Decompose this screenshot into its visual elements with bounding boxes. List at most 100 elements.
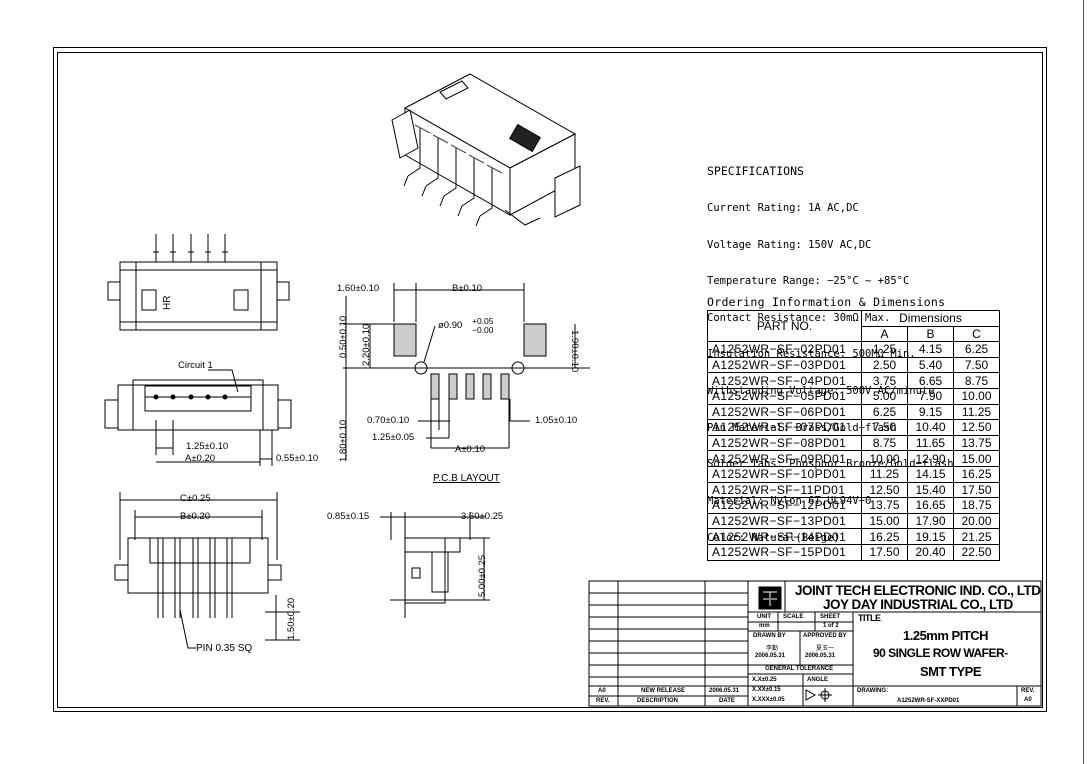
dim-b-cell: 16.65 [907,497,954,514]
c-025-label: C±0.25 [180,493,211,504]
col-b-header: B [907,325,954,343]
part-number-cell: A1252WR−SF−12PD01 [707,497,862,514]
dim-b-cell: 5.40 [907,356,954,374]
title-block-grid [588,580,1042,707]
rev-column-header: REV. [596,698,610,704]
dim-c-cell: 8.75 [953,372,1000,389]
d150-label: 1.50±0.20 [286,597,297,640]
drawn-by-label: DRAWN BY [753,633,786,639]
d085-label: 0.85±0.15 [327,511,370,522]
d190-label: 1.90±0.10 [569,330,580,373]
ordering-title: Ordering Information & Dimensions [707,295,946,309]
unit-label: UNIT [757,614,771,620]
pcb-layout-view [343,283,590,460]
col-a-header: A [861,325,908,343]
dim-c-cell: 11.25 [953,403,1000,421]
d160-label: 1.60±0.10 [337,283,380,294]
title-line-2: 90 SINGLE ROW WAFER- [873,646,1008,660]
dim-a-cell: 13.75 [861,497,908,514]
dim-a-cell: 2.50 [861,356,908,374]
part-number-cell: A1252WR−SF−06PD01 [707,403,862,421]
dim-b-cell: 15.40 [907,481,954,499]
dim-a-cell: 16.25 [861,528,908,545]
date-entry: 2006.05.31 [709,688,740,694]
dim-a-cell: 15.00 [861,512,908,530]
d050-label: 0.50±0.10 [338,315,349,358]
d070-label: 0.70±0.10 [367,415,410,426]
dim-b-cell: 10.40 [907,419,954,436]
d105-label: 1.05±0.10 [535,415,578,426]
b-020-label: B±0.20 [180,511,211,522]
dim-c-cell: 12.50 [953,419,1000,436]
dim-c-cell: 15.00 [953,450,1000,467]
side-view [380,512,490,618]
angle-label: ANGLE [807,677,828,683]
dim-b-cell: 17.90 [907,512,954,530]
dim-b-cell: 12.90 [907,450,954,467]
a-010-label: A±0.10 [455,444,486,455]
tolerance-2: X.XX±0.15 [752,687,781,693]
tolerance-3: X.XXX±0.05 [752,697,785,703]
d055-label: 0.55±0.10 [276,453,319,464]
desc-entry: NEW RELEASE [641,688,686,694]
part-number-cell: A1252WR−SF−15PD01 [707,543,862,561]
part-number-cell: A1252WR−SF−11PD01 [707,481,862,499]
dim-b-cell: 20.40 [907,543,954,561]
sheet-edge [1083,0,1084,764]
dim-a-cell: 6.25 [861,403,908,421]
drawing-no-label: DRAWING: [857,688,888,694]
dim-c-cell: 20.00 [953,512,1000,530]
dimensions-header: Dimensions [861,310,1000,327]
dim-c-cell: 16.25 [953,465,1000,483]
dim-a-cell: 5.00 [861,387,908,405]
dim-a-cell: 10.00 [861,450,908,467]
general-tolerance-label: GENERAL TOLERANCE [765,666,834,672]
bottom-view [114,492,300,649]
approved-by-name: 夏玉一 [816,646,835,652]
title-label: TITLE [858,613,881,623]
part-number-cell: A1252WR−SF−02PD01 [707,341,862,358]
part-number-cell: A1252WR−SF−13PD01 [707,512,862,530]
company-name-1: JOINT TECH ELECTRONIC IND. CO., LTD [795,583,1041,598]
d220-label: 2.20±0.10 [361,323,372,366]
part-number-cell: A1252WR−SF−10PD01 [707,465,862,483]
dim-a-cell: 8.75 [861,434,908,452]
hole-label: ø0.90 [438,320,463,331]
inner-border [57,52,1043,708]
specifications-heading: SPECIFICATIONS [707,164,804,179]
dim-c-cell: 7.50 [953,356,1000,374]
circuit-label: Circuit 1 [178,360,213,371]
part-number-cell: A1252WR−SF−05PD01 [707,387,862,405]
hole-tol-plus: +0.05 [472,316,494,326]
pitch-label: 1.25±0.10 [186,441,229,452]
dim-c-cell: 18.75 [953,497,1000,514]
pin-label: PIN 0.35 SQ [196,643,253,654]
dim-c-cell: 10.00 [953,387,1000,405]
dim-a-cell: 3.75 [861,372,908,389]
d125b-label: 1.25±0.05 [372,432,415,443]
approved-date: 2006.05.31 [805,653,836,659]
sheet-value: 1 of 2 [823,623,839,629]
dim-c-cell: 21.25 [953,528,1000,545]
dim-c-cell: 6.25 [953,341,1000,358]
drawing-no: A1252WR-SF-XXPD01 [897,698,960,704]
dim-c-cell: 22.50 [953,543,1000,561]
part-number-cell: A1252WR−SF−07PD01 [707,419,862,436]
dim-c-cell: 13.75 [953,434,1000,452]
date-column-header: DATE [719,698,735,704]
approved-by-label: APPROVED BY [803,633,847,639]
front-view [104,369,292,466]
d500-label: 5.00±0.25 [477,554,488,597]
rev-entry: A0 [598,688,606,694]
d360-label: 3.60±0.25 [461,511,504,522]
pcb-layout-caption: P.C.B LAYOUT [433,473,500,484]
